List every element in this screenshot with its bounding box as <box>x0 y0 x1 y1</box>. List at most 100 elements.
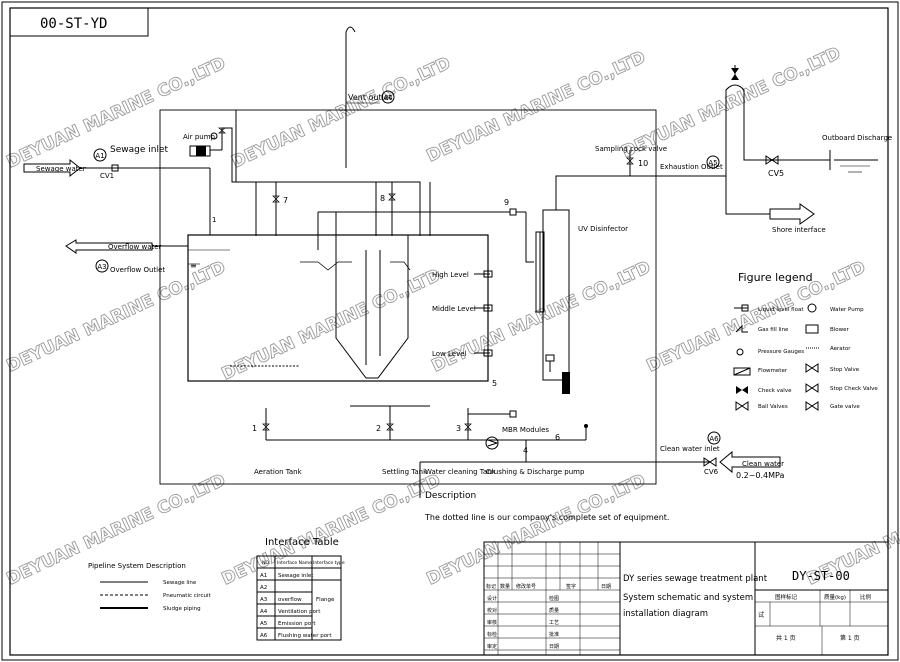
cv6-label: CV6 <box>704 468 719 476</box>
title-block-cell: 质量(kg) <box>824 593 846 601</box>
title-block-cell: 审核 <box>487 619 497 626</box>
watermark: DEYUAN MARINE CO.,LTD <box>229 53 454 172</box>
legend-item: Check valve <box>758 388 792 394</box>
cv5-label: CV5 <box>768 169 784 178</box>
title-block-cell: 图样标记 <box>775 593 798 601</box>
legend-item: Water Pump <box>830 307 864 313</box>
clean-water-label: Clean water <box>742 460 784 468</box>
watermark: DEYUAN MARINE CO.,LTD <box>4 470 229 589</box>
title-block-cell: 共 1 页 <box>776 634 796 642</box>
title-block-cell: 审定 <box>487 643 497 650</box>
gas-fill-line-icon <box>735 324 748 333</box>
settling-tank-label: Settling Tank <box>382 468 428 476</box>
valve-number: 7 <box>283 196 288 205</box>
water-pump-icon <box>807 303 817 313</box>
gate-valve-icon <box>805 401 819 411</box>
table-cell: A1 <box>260 573 267 579</box>
component-number: 4 <box>523 446 528 455</box>
pipe-number: 1 <box>212 216 216 224</box>
sewage-inlet-group: Sewage water A1 Sewage inlet CV1 1 <box>23 145 216 235</box>
legend-item: Liquid level float <box>758 307 804 313</box>
clean-water-inlet-label: Clean water inlet <box>660 445 720 453</box>
blower-icon <box>805 324 819 334</box>
marker-a4: A4 <box>383 94 393 102</box>
liquid-level-float-icon <box>734 304 749 312</box>
air-pump: Air pump <box>183 127 226 157</box>
overflow-outlet: Overflow water A3 Overflow Outlet <box>65 239 188 274</box>
ball-valve-icon <box>735 401 749 411</box>
valve-number: 2 <box>376 424 381 433</box>
cv1-label: CV1 <box>100 172 114 180</box>
description-text: The dotted line is our company's complet… <box>424 513 669 522</box>
shore-interface-label: Shore interface <box>772 226 826 234</box>
mbr-modules-label: MBR Modules <box>502 426 549 434</box>
pipeline-description: Pipeline System Description Sewage line … <box>88 562 211 612</box>
title-block-cell: 日期 <box>549 644 559 650</box>
title-block-cell: 质量 <box>549 607 559 614</box>
tank-number: 5 <box>492 379 497 388</box>
legend-item: Gate valve <box>830 404 860 410</box>
component-number: 6 <box>555 433 560 442</box>
stop-check-valve-icon <box>805 383 819 393</box>
valve-number: 10 <box>638 159 648 168</box>
legend-item: Pressure Gauges <box>758 349 804 355</box>
table-cell: A4 <box>260 609 268 615</box>
legend-item: Stop Check Valve <box>830 386 878 392</box>
legend-item: Gas fill line <box>758 327 789 333</box>
liquid-level-float-icon <box>474 270 493 278</box>
liquid-level-float-icon <box>474 349 493 357</box>
title-block-cell: 工艺 <box>549 620 559 626</box>
table-header: Interface Name <box>277 560 312 566</box>
title-block-cell: 试 <box>758 611 764 619</box>
sewage-water-label: Sewage water <box>36 165 86 173</box>
table-header: NO. <box>262 560 270 566</box>
valve-number: 1 <box>252 424 257 433</box>
watermark: DEYUAN MARINE CO.,LTD <box>219 265 444 384</box>
valve-number: 8 <box>380 194 385 203</box>
product-name: DY series sewage treatment plant <box>623 574 768 584</box>
corner-code: 00-ST-YD <box>40 16 107 32</box>
pipeline-item: Pneumatic circuit <box>163 593 211 599</box>
valve-number: 9 <box>504 198 509 207</box>
title-block-cell: 日期 <box>601 584 611 590</box>
table-cell: A3 <box>260 597 268 603</box>
title-block-cell: 第 1 页 <box>840 634 860 642</box>
pressure-gauge-icon <box>736 348 744 356</box>
uv-disinfector: UV Disinfector <box>535 175 656 394</box>
high-level-label: High Level <box>432 271 469 279</box>
clean-water-inlet: Clean water inlet A6 CV6 Clean water 0.2… <box>660 431 785 480</box>
legend-item: Ball Valves <box>758 404 788 410</box>
watermark: DEYUAN MARINE CO.,LTD <box>4 257 229 376</box>
air-pump-label: Air pump <box>183 133 216 141</box>
marker-a5: A5 <box>708 159 717 167</box>
pipeline-item: Sludge piping <box>163 606 201 612</box>
pipeline-item: Sewage line <box>163 580 197 586</box>
title-block-cell: 标检 <box>487 631 497 638</box>
table-cell: overflow <box>278 597 302 603</box>
water-cleaning-tank-label: Water cleaning Tank <box>425 468 497 476</box>
valve-number: 3 <box>456 424 461 433</box>
table-cell: Emission port <box>278 621 316 627</box>
title-block-cell: 修改单号 <box>516 583 536 590</box>
legend-item: Stop Valve <box>830 367 860 373</box>
drawing-title-line2: installation diagram <box>623 609 708 619</box>
exhaustion-outlet-label: Exhaustion Outlet <box>660 163 723 171</box>
drawing-number: DY-ST-00 <box>792 569 850 583</box>
legend-title: Figure legend <box>738 271 813 284</box>
title-block-cell: 设计 <box>487 595 497 602</box>
sewage-inlet-label: Sewage inlet <box>110 145 168 155</box>
overflow-water-label: Overflow water <box>108 243 162 251</box>
marker-a6: A6 <box>709 435 719 443</box>
low-level-label: Low Level <box>432 350 467 358</box>
table-cell: A5 <box>260 621 268 627</box>
sampling-cock-valve-label: Sampling cock valve <box>595 145 667 153</box>
table-cell: Ventilation port <box>278 609 321 615</box>
aeration-tank: ≡ 5 High Level Middle Level Low Level <box>187 234 497 388</box>
table-header: Interface type <box>313 560 345 566</box>
aeration-tank-label: Aeration Tank <box>254 468 303 476</box>
title-block-cell: 签字 <box>566 583 576 590</box>
outboard-discharge-label: Outboard Discharge <box>822 134 892 142</box>
stop-valve-icon <box>805 363 819 373</box>
liquid-level-float-icon <box>474 304 493 312</box>
